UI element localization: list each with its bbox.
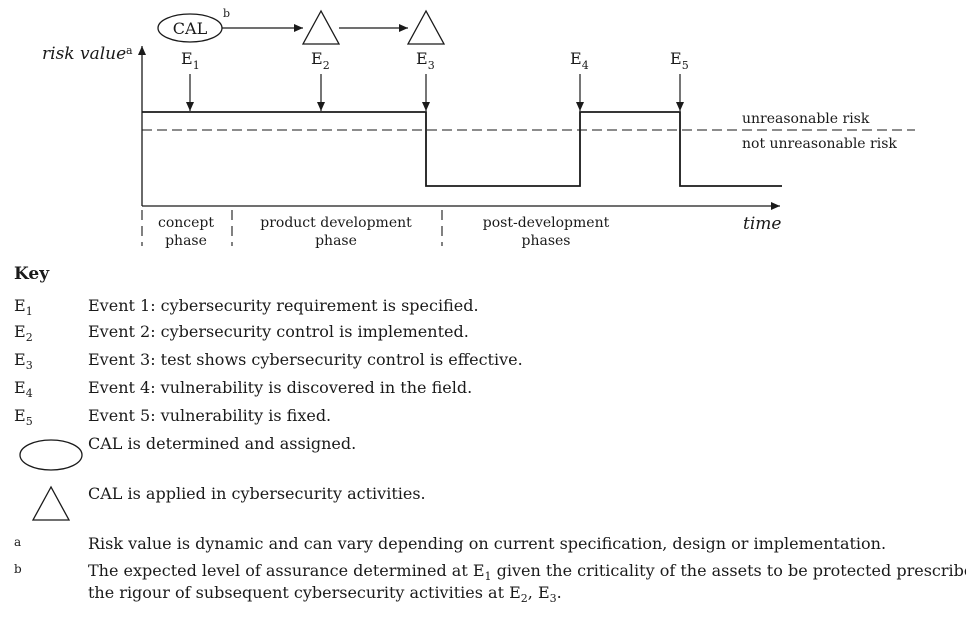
phase-concept-line1: concept — [158, 215, 214, 231]
key-ellipse-text: CAL is determined and assigned. — [88, 434, 357, 453]
key-event-e4-label: E4 — [14, 378, 33, 400]
event-label-e5: E5 — [670, 49, 689, 72]
phase-post-development-line2: phases — [522, 233, 571, 249]
key-event-e3-label: E3 — [14, 350, 33, 372]
key-event-e3-text: Event 3: test shows cybersecurity contro… — [88, 350, 523, 369]
y-axis-label: risk value — [42, 44, 126, 64]
event-label-e1: E1 — [181, 49, 200, 72]
note-a-text: Risk value is dynamic and can vary depen… — [88, 534, 887, 553]
key-ellipse-icon — [19, 439, 83, 471]
event-label-e2: E2 — [311, 49, 330, 72]
cal-footnote-b: b — [223, 7, 230, 20]
key-event-e2-label: E2 — [14, 322, 33, 344]
label-unreasonable-risk: unreasonable risk — [742, 111, 870, 127]
note-b-mark: b — [14, 562, 22, 576]
phase-product-development-line1: product development — [260, 215, 412, 231]
key-triangle-text: CAL is applied in cybersecurity activiti… — [88, 484, 426, 503]
phase-product-development-line2: phase — [315, 233, 357, 249]
phase-post-development-line1: post-development — [483, 215, 610, 231]
note-b-line2: the rigour of subsequent cybersecurity a… — [88, 583, 562, 605]
y-axis-footnote-a: a — [126, 44, 133, 57]
key-triangle-icon — [31, 485, 71, 521]
key-event-e1-label: E1 — [14, 296, 33, 318]
note-a-mark: a — [14, 535, 22, 549]
key-event-e5-label: E5 — [14, 406, 33, 428]
key-event-e1-text: Event 1: cybersecurity requirement is sp… — [88, 296, 479, 315]
triangle-e3 — [406, 9, 446, 45]
label-not-unreasonable-risk: not unreasonable risk — [742, 136, 897, 152]
note-b-line1: The expected level of assurance determin… — [88, 561, 966, 583]
risk-value-line — [142, 111, 782, 187]
event-label-e3: E3 — [416, 49, 435, 72]
key-title: Key — [14, 264, 50, 284]
phase-concept-line2: phase — [165, 233, 207, 249]
x-axis-label: time — [743, 214, 781, 234]
key-event-e2-text: Event 2: cybersecurity control is implem… — [88, 322, 469, 341]
event-label-e4: E4 — [570, 49, 589, 72]
key-event-e4-text: Event 4: vulnerability is discovered in … — [88, 378, 473, 397]
key-event-e5-text: Event 5: vulnerability is fixed. — [88, 406, 332, 425]
triangle-e2 — [301, 9, 341, 45]
cal-label: CAL — [173, 19, 208, 38]
